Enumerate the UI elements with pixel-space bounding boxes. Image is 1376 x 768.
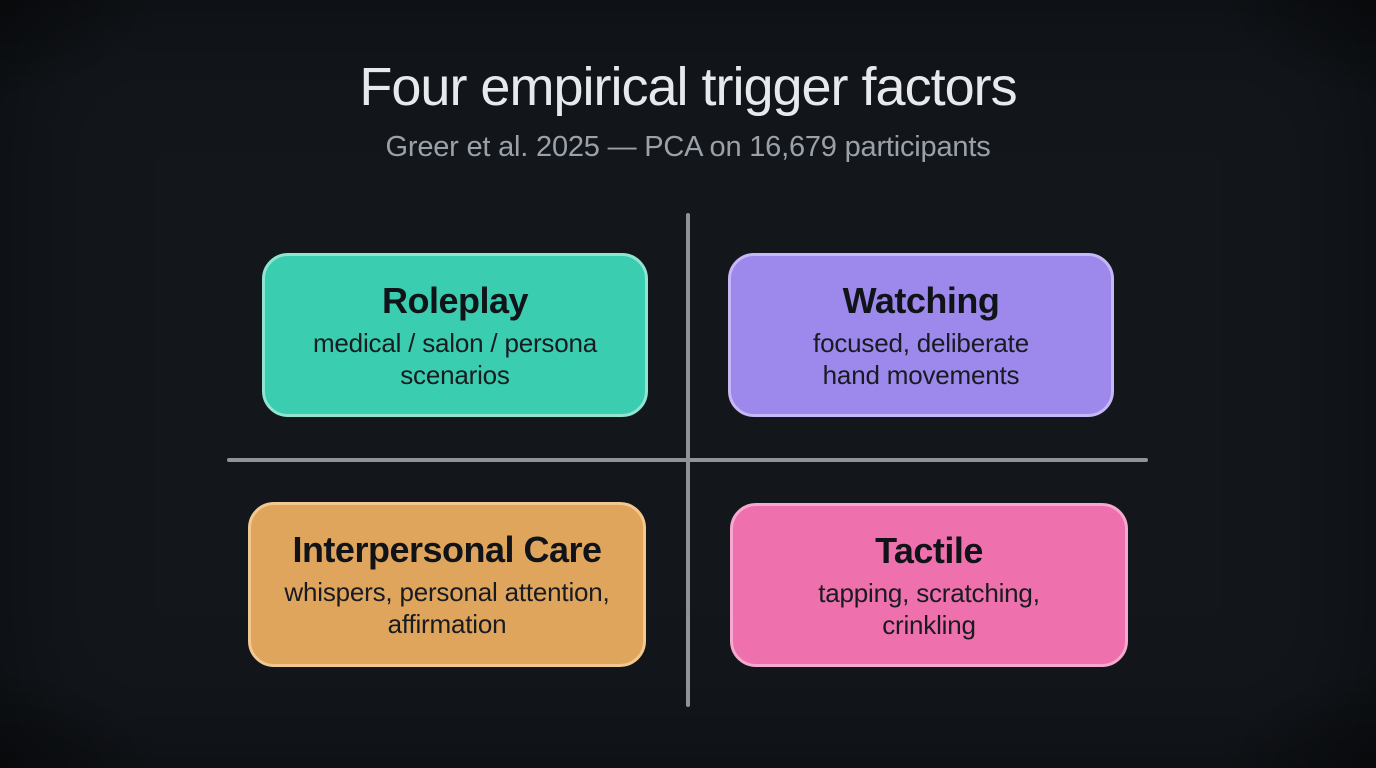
page-title: Four empirical trigger factors <box>359 57 1017 117</box>
quadrant-description: focused, deliberate hand movements <box>813 327 1029 391</box>
quadrant-box-tactile: Tactile tapping, scratching, crinkling <box>730 503 1128 667</box>
page-subtitle: Greer et al. 2025 — PCA on 16,679 partic… <box>385 131 991 163</box>
quadrant-title: Tactile <box>875 529 983 571</box>
quadrant-description: medical / salon / persona scenarios <box>313 327 597 391</box>
quadrant-description-line: crinkling <box>882 609 976 640</box>
quadrant-description-line: whispers, personal attention, <box>284 577 610 607</box>
quadrant-divider-horizontal <box>227 458 1148 462</box>
quadrant-description-line: hand movements <box>822 359 1020 390</box>
quadrant-title: Interpersonal Care <box>292 529 602 570</box>
quadrant-description-line: focused, deliberate <box>813 327 1029 358</box>
quadrant-description-line: scenarios <box>400 359 510 390</box>
quadrant-description-line: medical / salon / persona <box>312 327 598 358</box>
quadrant-description-line: affirmation <box>387 609 507 639</box>
quadrant-box-watching: Watching focused, deliberate hand moveme… <box>728 253 1114 417</box>
quadrant-title: Watching <box>842 279 1000 321</box>
quadrant-box-roleplay: Roleplay medical / salon / persona scena… <box>262 253 648 417</box>
quadrant-title: Roleplay <box>381 279 529 321</box>
quadrant-description: tapping, scratching, crinkling <box>818 577 1040 641</box>
quadrant-description-line: tapping, scratching, <box>818 577 1040 608</box>
quadrant-description: whispers, personal attention, affirmatio… <box>284 576 609 640</box>
quadrant-box-interpersonal-care: Interpersonal Care whispers, personal at… <box>248 502 646 667</box>
